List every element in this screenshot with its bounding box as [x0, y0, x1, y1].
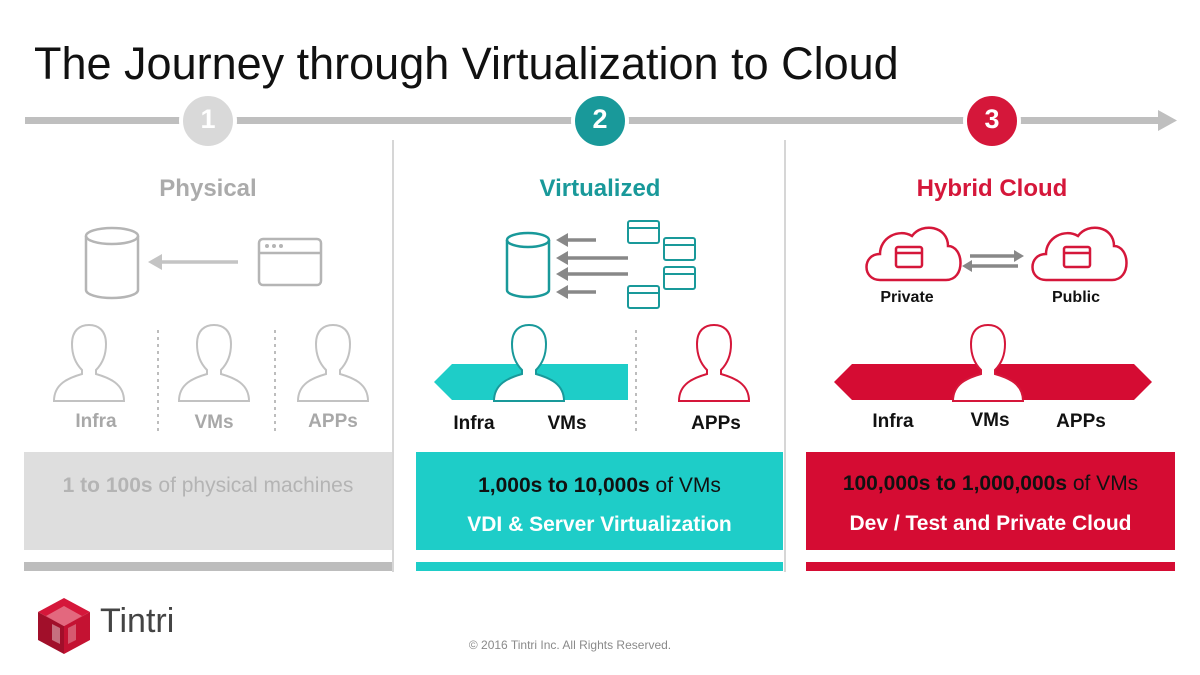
label-apps: APPs — [691, 413, 741, 434]
underbar-2 — [416, 562, 783, 571]
stats-box-3 — [806, 452, 1175, 550]
step-circle-2 — [571, 92, 629, 150]
arrow-left-icon — [566, 238, 628, 294]
database-icon — [505, 231, 551, 299]
tintri-logo-icon — [38, 598, 90, 654]
stats-rest-1: of physical machines — [152, 474, 354, 497]
label-infra: Infra — [453, 413, 495, 434]
page-title: The Journey through Virtualization to Cl… — [34, 38, 899, 89]
stats-text-3: 100,000s to 1,000,000s of VMs — [806, 472, 1175, 496]
stats-text-1: 1 to 100s of physical machines — [24, 474, 392, 498]
vm-window-icons — [627, 220, 696, 309]
cloud-label-private: Private — [880, 289, 934, 306]
step-circle-1 — [179, 92, 237, 150]
copyright: © 2016 Tintri Inc. All Rights Reserved. — [468, 638, 672, 652]
label-apps: APPs — [308, 411, 358, 432]
arrows-exchange-icon — [962, 250, 1024, 272]
user-icon-infra — [52, 323, 126, 402]
user-icon-apps — [296, 323, 370, 402]
stats-bold-2: 1,000s to 10,000s — [478, 474, 650, 497]
stage-title-virtualized: Virtualized — [539, 175, 661, 202]
step-circle-3 — [963, 92, 1021, 150]
label-vms: VMs — [194, 412, 234, 433]
label-infra: Infra — [872, 411, 914, 432]
stats-rest-3: of VMs — [1067, 472, 1139, 495]
stats-text-2: 1,000s to 10,000s of VMs — [416, 474, 783, 498]
user-icon-infra-vms-apps — [951, 323, 1025, 402]
stats-bold-1: 1 to 100s — [62, 474, 153, 497]
cloud-label-public: Public — [1051, 289, 1100, 306]
step-number-3: 3 — [984, 104, 1000, 134]
stats-line2-3: Dev / Test and Private Cloud — [849, 512, 1132, 535]
public-cloud-icon — [1031, 226, 1128, 282]
label-apps: APPs — [1056, 411, 1106, 432]
arrow-left-icon — [148, 254, 238, 270]
arrowheads — [556, 233, 568, 299]
label-infra: Infra — [75, 411, 117, 432]
label-vms: VMs — [547, 413, 587, 434]
user-icon-infra-vms — [492, 323, 566, 402]
stats-box-2 — [416, 452, 783, 550]
user-icon-vms — [177, 323, 251, 402]
label-vms: VMs — [970, 410, 1010, 431]
app-window-icon — [257, 237, 323, 287]
underbar-1 — [24, 562, 392, 571]
private-cloud-icon — [865, 226, 962, 282]
step-number-2: 2 — [592, 104, 608, 134]
stage-title-physical: Physical — [159, 175, 257, 202]
database-icon — [84, 226, 140, 300]
stats-bold-3: 100,000s to 1,000,000s — [842, 472, 1067, 495]
stats-rest-2: of VMs — [649, 474, 721, 497]
timeline-arrowhead — [1158, 110, 1177, 131]
underbar-3 — [806, 562, 1175, 571]
user-icon-apps — [677, 323, 751, 402]
app-window-dots — [265, 244, 283, 248]
stage-title-hybrid-cloud: Hybrid Cloud — [916, 175, 1068, 202]
step-number-1: 1 — [200, 104, 216, 134]
stats-line2-2: VDI & Server Virtualization — [467, 513, 732, 536]
stats-box-1 — [24, 452, 392, 550]
tintri-logo-text: Tintri — [100, 602, 175, 640]
